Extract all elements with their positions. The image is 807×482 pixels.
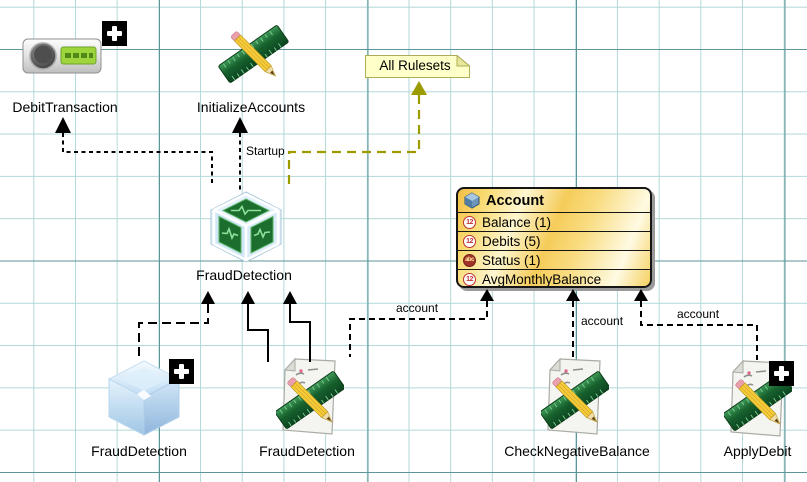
edge-concept-to-ruleset[interactable]: [138, 291, 215, 360]
node-label: InitializeAccounts: [196, 99, 306, 115]
node-fraud-detection-concept[interactable]: FraudDetection: [75, 355, 203, 463]
edge-rule-to-account[interactable]: [349, 289, 494, 357]
rule-document-icon: [537, 354, 609, 438]
property-label: Balance (1): [482, 214, 552, 230]
edge-checknegativebalance-to-account[interactable]: [566, 289, 580, 358]
node-check-negative-balance[interactable]: CheckNegativeBalance: [496, 352, 658, 462]
integer-property-icon: 12: [463, 215, 476, 229]
string-property-icon: abc: [463, 253, 476, 267]
rule-document-icon: [272, 354, 344, 438]
node-apply-debit[interactable]: ApplyDebit: [712, 352, 802, 462]
event-device-icon: [22, 38, 102, 74]
property-label: AvgMonthlyBalance: [482, 271, 602, 287]
edge-label-account-2: account: [581, 314, 624, 328]
edge-applydebit-to-account[interactable]: [634, 289, 758, 360]
plus-badge-icon: [102, 21, 127, 46]
ruler-pencil-icon: [217, 20, 290, 88]
plus-badge-icon: [769, 361, 794, 386]
node-fraud-detection-rule[interactable]: FraudDetection: [245, 352, 369, 462]
entity-title: Account: [486, 192, 544, 209]
note-all-rulesets[interactable]: All Rulesets: [365, 54, 471, 78]
node-debit-transaction[interactable]: DebitTransaction: [0, 0, 135, 120]
edge-label-startup: Startup: [246, 144, 285, 158]
node-label: FraudDetection: [91, 443, 187, 459]
integer-property-icon: 12: [463, 272, 476, 286]
node-fraud-detection-ruleset[interactable]: FraudDetection: [180, 185, 310, 285]
entity-row-balance[interactable]: 12 Balance (1): [458, 212, 650, 231]
entity-row-status[interactable]: abc Status (1): [458, 250, 650, 269]
node-label: FraudDetection: [259, 443, 355, 459]
edge-label-account-1: account: [396, 301, 439, 315]
edge-label-account-3: account: [677, 307, 720, 321]
property-label: Status (1): [482, 252, 541, 268]
entity-row-avgmonthlybalance[interactable]: 12 AvgMonthlyBalance: [458, 269, 650, 287]
node-label: ApplyDebit: [723, 443, 792, 459]
plus-badge-icon: [169, 359, 194, 384]
ruleset-cube-icon: [209, 190, 283, 264]
note-text: All Rulesets: [379, 58, 451, 73]
concept-hexagon-icon: [464, 192, 480, 209]
entity-header: Account: [458, 189, 650, 212]
property-label: Debits (5): [482, 233, 541, 249]
entity-account[interactable]: Account 12 Balance (1) 12 Debits (5) abc…: [456, 187, 652, 288]
node-label: DebitTransaction: [12, 99, 118, 115]
node-label: FraudDetection: [196, 267, 292, 283]
edge-ruleset-to-debittransaction[interactable]: [55, 117, 213, 184]
node-initialize-accounts[interactable]: InitializeAccounts: [185, 0, 317, 120]
note-shape: [365, 54, 471, 78]
entity-row-debits[interactable]: 12 Debits (5): [458, 231, 650, 250]
node-label: CheckNegativeBalance: [504, 443, 650, 459]
integer-property-icon: 12: [463, 234, 476, 248]
